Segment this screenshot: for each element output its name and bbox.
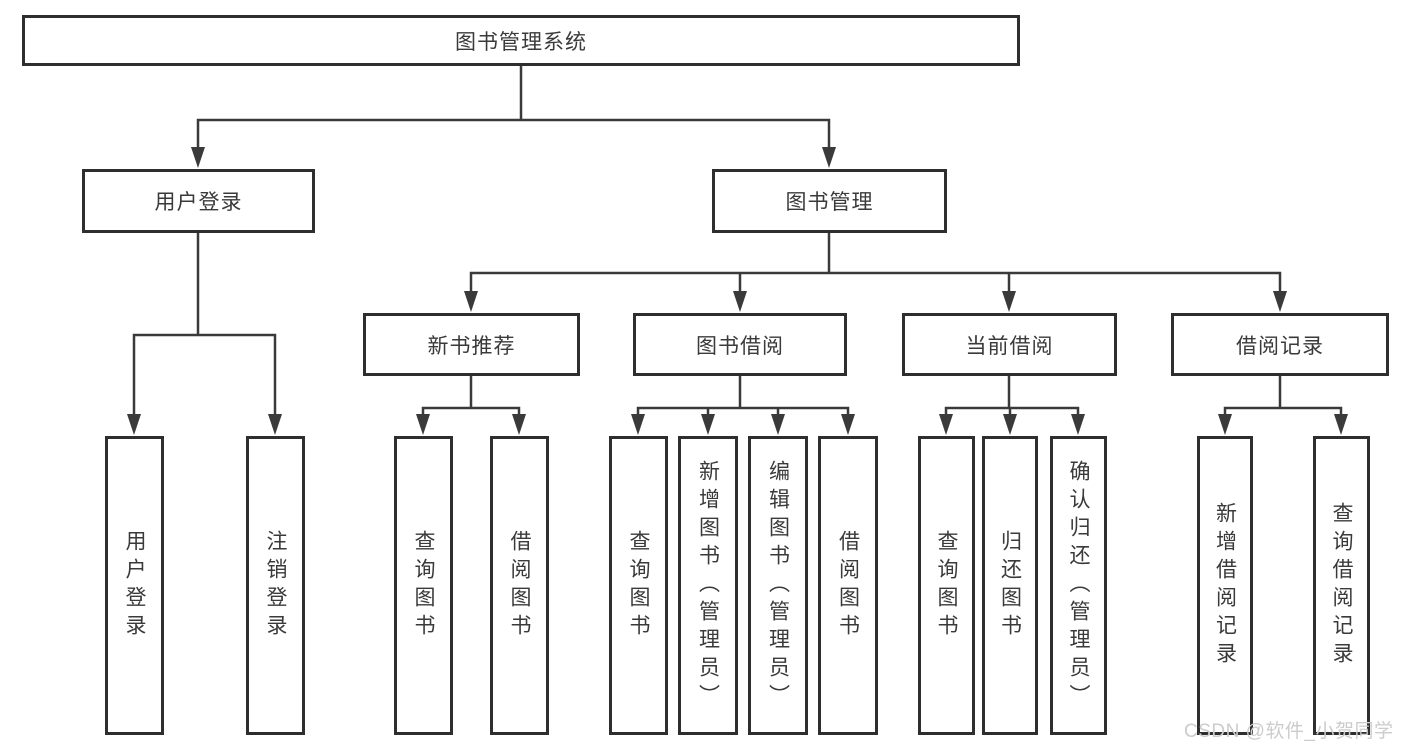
node-book-management-label: 图书管理	[785, 191, 874, 214]
arrowhead	[1218, 414, 1232, 435]
leaf-borrow-add-books-admin: 新增图书（管理员）	[678, 436, 738, 735]
leaf-borrow-edit-books-admin: 编辑图书（管理员）	[748, 436, 808, 735]
connector-userlogin-to-leaves	[132, 233, 277, 421]
arrowhead	[701, 414, 715, 435]
leaf-current-confirm-return-admin-label: 确认归还（管理员）	[1067, 459, 1090, 712]
arrowhead	[733, 291, 747, 312]
leaf-records-add-record-label: 新增借阅记录	[1213, 501, 1237, 670]
connector-newbookrec-to-leaves	[421, 376, 521, 421]
arrowhead	[771, 414, 785, 435]
arrowhead	[822, 147, 836, 168]
node-current-borrow-label: 当前借阅	[965, 334, 1054, 358]
connector-bookborrow-to-leaves	[636, 376, 850, 421]
watermark: CSDN @软件_小贺同学	[1184, 721, 1394, 742]
node-new-book-recommend-label: 新书推荐	[427, 334, 516, 358]
leaf-records-query-record: 查询借阅记录	[1313, 436, 1370, 735]
leaf-current-return-books-label: 归还图书	[998, 529, 1022, 642]
node-new-book-recommend: 新书推荐	[363, 313, 580, 376]
leaf-logout-label: 注销登录	[264, 529, 287, 642]
arrowhead	[841, 414, 855, 435]
leaf-borrow-query-books-label: 查询图书	[627, 529, 650, 642]
arrowhead	[268, 414, 282, 435]
leaf-current-return-books: 归还图书	[982, 436, 1038, 735]
arrowhead	[127, 414, 141, 435]
node-borrow-records: 借阅记录	[1171, 313, 1389, 376]
node-root-label: 图书管理系统	[455, 30, 587, 54]
arrowheads	[127, 147, 1348, 435]
leaf-newbook-borrow-books-label: 借阅图书	[508, 529, 531, 642]
leaf-newbook-query-books: 查询图书	[394, 436, 453, 735]
leaf-user-login-label: 用户登录	[123, 529, 146, 642]
arrowhead	[1003, 414, 1017, 435]
arrowhead	[631, 414, 645, 435]
leaf-borrow-borrow-books: 借阅图书	[818, 436, 878, 735]
leaf-current-confirm-return-admin: 确认归还（管理员）	[1050, 436, 1107, 735]
node-book-management: 图书管理	[712, 169, 947, 233]
leaf-records-add-record: 新增借阅记录	[1197, 436, 1253, 735]
node-user-login-label: 用户登录	[154, 191, 243, 214]
leaf-newbook-borrow-books: 借阅图书	[490, 436, 549, 735]
arrowhead	[1273, 291, 1287, 312]
leaf-borrow-edit-books-admin-label: 编辑图书（管理员）	[766, 459, 790, 712]
leaf-user-login: 用户登录	[105, 436, 164, 735]
arrowhead	[939, 414, 953, 435]
leaf-borrow-query-books: 查询图书	[609, 436, 668, 735]
arrowhead	[1002, 291, 1016, 312]
connector-bookmgmt-to-level3	[469, 233, 1282, 298]
leaf-newbook-query-books-label: 查询图书	[412, 529, 435, 642]
node-borrow-records-label: 借阅记录	[1236, 334, 1324, 358]
node-book-borrow-label: 图书借阅	[696, 334, 784, 358]
arrowhead	[464, 291, 478, 312]
leaf-current-query-books-label: 查询图书	[935, 529, 958, 642]
arrowhead	[191, 147, 205, 168]
leaf-current-query-books: 查询图书	[918, 436, 975, 735]
connector-borrowrecords-to-leaves	[1223, 376, 1343, 421]
arrowhead	[512, 414, 526, 435]
leaf-records-query-record-label: 查询借阅记录	[1330, 501, 1353, 670]
arrowhead	[1071, 414, 1085, 435]
leaf-borrow-add-books-admin-label: 新增图书（管理员）	[696, 459, 720, 712]
arrowhead	[416, 414, 430, 435]
connector-root-to-level2	[196, 66, 831, 152]
node-user-login: 用户登录	[82, 169, 315, 233]
node-current-borrow: 当前借阅	[902, 313, 1117, 376]
arrowhead	[1334, 414, 1348, 435]
leaf-borrow-borrow-books-label: 借阅图书	[836, 529, 860, 642]
node-root: 图书管理系统	[22, 15, 1020, 66]
node-book-borrow: 图书借阅	[633, 313, 847, 376]
leaf-logout: 注销登录	[246, 436, 305, 735]
